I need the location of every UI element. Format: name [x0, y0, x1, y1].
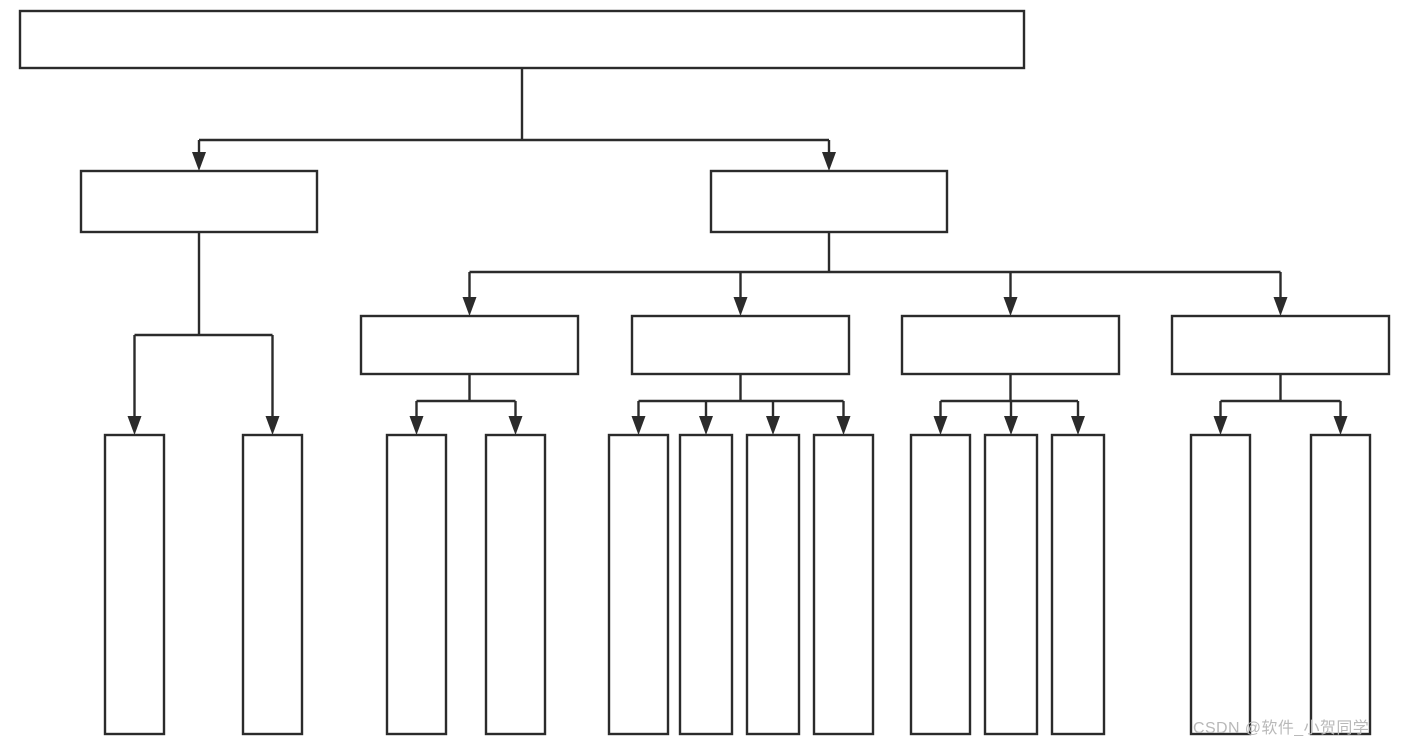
- node-box-leaf-borrow-book-rec[interactable]: [484, 433, 547, 736]
- node-box-leaf-add-book-admin[interactable]: [678, 433, 734, 736]
- node-box-leaf-add-borrow-record[interactable]: [1189, 433, 1252, 736]
- arrowhead-icon: [1003, 297, 1018, 316]
- node-box-leaf-user-login[interactable]: [103, 433, 166, 736]
- arrowhead-icon: [462, 297, 477, 316]
- node-box-leaf-borrow-book[interactable]: [812, 433, 875, 736]
- node-box-leaf-query-borrow-record[interactable]: [1309, 433, 1372, 736]
- arrowhead-icon: [1213, 416, 1228, 435]
- arrowhead-icon: [409, 416, 424, 435]
- arrowhead-layer: [127, 152, 1348, 435]
- node-box-new-book-recommend[interactable]: [359, 314, 580, 376]
- arrowhead-icon: [1333, 416, 1348, 435]
- arrowhead-icon: [699, 416, 713, 435]
- arrowhead-icon: [822, 152, 836, 171]
- node-box-book-manage[interactable]: [709, 169, 949, 234]
- arrowhead-icon: [127, 416, 142, 435]
- node-box-leaf-return-book[interactable]: [983, 433, 1039, 736]
- node-box-leaf-confirm-return-admin[interactable]: [1050, 433, 1106, 736]
- node-box-book-borrow[interactable]: [630, 314, 851, 376]
- node-box-leaf-query-book-cur[interactable]: [909, 433, 972, 736]
- arrowhead-icon: [766, 416, 780, 435]
- arrowhead-icon: [508, 416, 523, 435]
- arrowhead-icon: [192, 152, 206, 171]
- node-box-leaf-query-book-rec[interactable]: [385, 433, 448, 736]
- arrowhead-icon: [933, 416, 948, 435]
- node-box-borrow-record[interactable]: [1170, 314, 1391, 376]
- arrowhead-icon: [733, 297, 748, 316]
- node-box-leaf-query-book-borrow[interactable]: [607, 433, 670, 736]
- arrowhead-icon: [631, 416, 646, 435]
- node-box-user-login[interactable]: [79, 169, 319, 234]
- node-box-leaf-edit-book-admin[interactable]: [745, 433, 801, 736]
- arrowhead-icon: [1273, 297, 1288, 316]
- node-box-leaf-user-logout[interactable]: [241, 433, 304, 736]
- node-box-current-borrow[interactable]: [900, 314, 1121, 376]
- arrowhead-icon: [836, 416, 851, 435]
- arrowhead-icon: [1071, 416, 1085, 435]
- arrowhead-icon: [265, 416, 280, 435]
- node-box-root[interactable]: [18, 9, 1026, 70]
- csdn-watermark: CSDN @软件_小贺同学: [1193, 720, 1370, 737]
- node-box-layer: [18, 9, 1391, 736]
- arrowhead-icon: [1004, 416, 1018, 435]
